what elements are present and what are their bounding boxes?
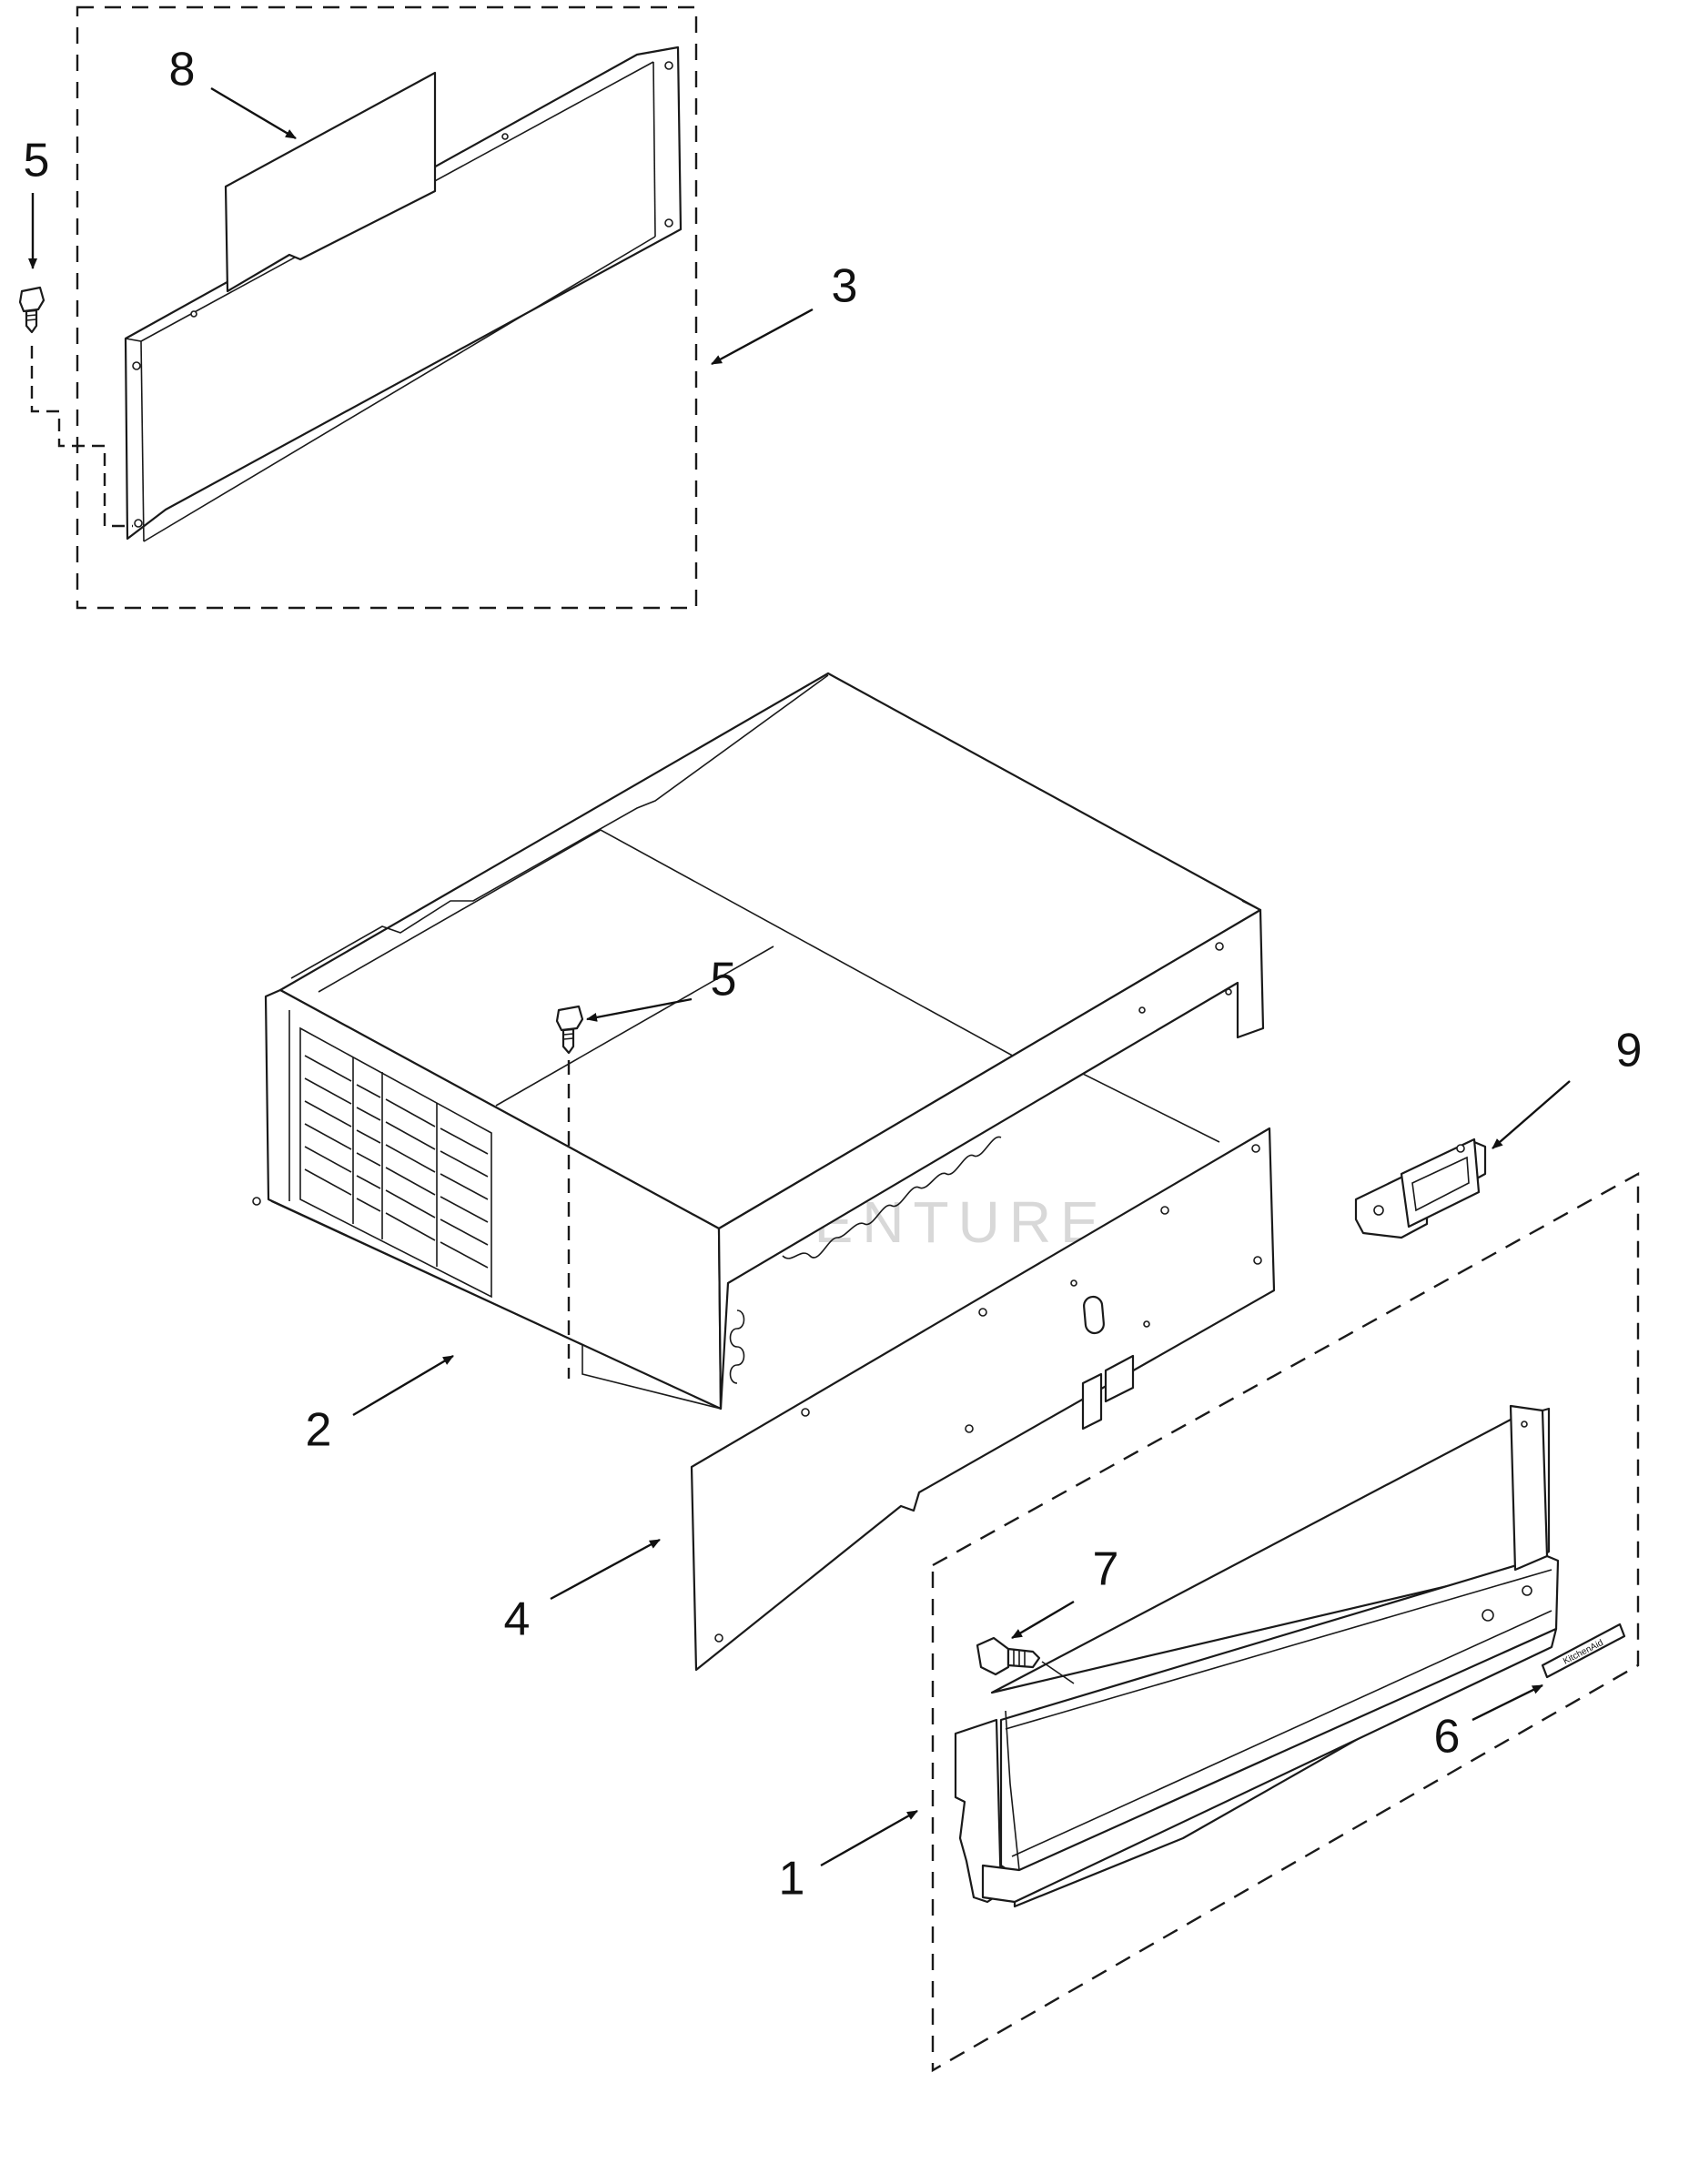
leader-arrow-7	[1011, 1600, 1075, 1640]
leader-arrow-9	[1492, 1080, 1571, 1149]
part-3-top-panel	[124, 46, 683, 541]
leader-arrow-3	[711, 308, 814, 366]
part-9-bracket	[1354, 1138, 1487, 1239]
callout-9: 9	[1616, 1025, 1643, 1077]
callout-1: 1	[779, 1853, 805, 1906]
housing-louver-grid	[299, 1026, 492, 1299]
callout-4: 4	[504, 1593, 531, 1646]
part-5-screw-middle	[555, 1005, 584, 1055]
leader-arrow-6	[1472, 1684, 1543, 1722]
callout-5-mid: 5	[711, 954, 737, 1006]
part-5-top-position-line	[30, 346, 133, 528]
part-7-screw	[976, 1636, 1075, 1684]
leader-arrow-8	[210, 86, 297, 140]
callout-2: 2	[306, 1404, 332, 1457]
part-5-screw-top	[18, 286, 46, 334]
callout-7: 7	[1093, 1543, 1119, 1596]
part-2-housing	[252, 672, 1265, 1410]
callout-5-top: 5	[24, 135, 50, 187]
part-3-group-dashed-outline	[76, 5, 698, 610]
part-4-panel	[690, 1127, 1276, 1672]
leader-arrow-1	[820, 1809, 918, 1867]
callout-8: 8	[169, 44, 196, 96]
leader-arrow-4	[550, 1538, 661, 1601]
callout-6: 6	[1434, 1711, 1461, 1764]
leader-arrow-2	[352, 1354, 454, 1417]
part-8-label-sticker	[224, 71, 437, 293]
part-1-group-dashed-outline	[931, 1171, 1640, 2073]
callout-3: 3	[832, 260, 858, 313]
leader-arrow-5-mid	[586, 997, 693, 1022]
part-3-top-panel-group	[18, 5, 698, 610]
part-1-grille-group	[931, 1171, 1640, 2073]
